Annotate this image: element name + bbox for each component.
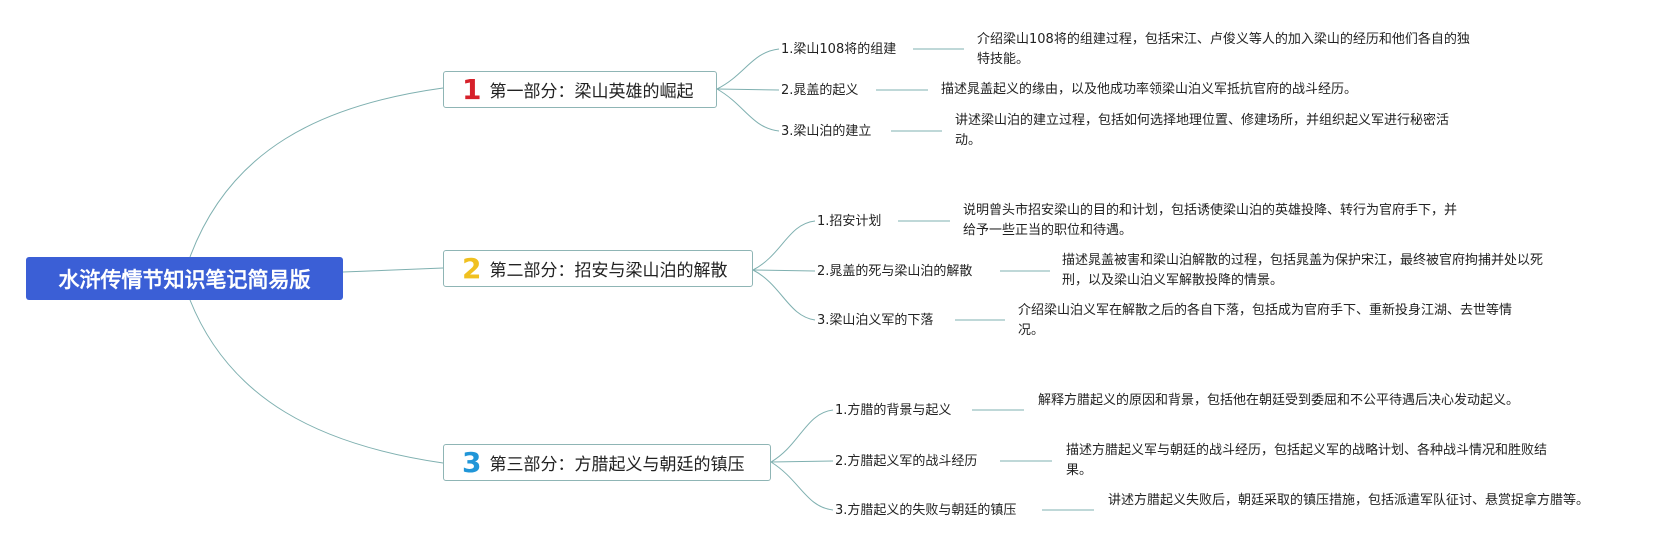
section-3-title: 第三部分：方腊起义与朝廷的镇压	[489, 455, 745, 475]
section-3-item-2-label[interactable]: 2.方腊起义军的战斗经历	[835, 454, 978, 469]
section-3-item-3-desc: 讲述方腊起义失败后，朝廷采取的镇压措施，包括派遣军队征讨、悬赏捉拿方腊等。	[1108, 493, 1590, 508]
section-1-branch-3-edge	[716, 88, 780, 132]
section-2-item-1-desc: 说明曾头市招安梁山的目的和计划，包括诱使梁山泊的英雄投降、转行为官府手下，并给予…	[963, 203, 1458, 238]
section-3-number: 3	[462, 445, 482, 479]
section-2-item-2-desc: 描述晁盖被害和梁山泊解散的过程，包括晁盖为保护宋江，最终被官府拘捕并处以死刑，以…	[1062, 253, 1544, 288]
section-1-title: 第一部分：梁山英雄的崛起	[489, 82, 694, 102]
section-2-branch-1-edge	[752, 220, 816, 271]
section-1-item-3-label[interactable]: 3.梁山泊的建立	[781, 124, 872, 139]
section-2-item-3-label[interactable]: 3.梁山泊义军的下落	[817, 313, 934, 328]
section-2-title: 第二部分：招安与梁山泊的解散	[489, 261, 728, 281]
section-2-item-2-label[interactable]: 2.晁盖的死与梁山泊的解散	[817, 264, 973, 279]
section-2-branch-2-edge	[752, 269, 816, 272]
section-2-item-3-desc: 介绍梁山泊义军在解散之后的各自下落，包括成为官府手下、重新投身江湖、去世等情况。	[1018, 303, 1513, 338]
root-to-section-1-edge	[189, 87, 444, 258]
root-to-section-2-edge	[342, 267, 444, 273]
section-1-item-2-label[interactable]: 2.晁盖的起义	[781, 83, 859, 98]
section-3-branch-2-edge	[770, 460, 834, 463]
root-topic[interactable]: 水浒传情节知识笔记简易版	[26, 257, 343, 300]
section-3-item-1-label[interactable]: 1.方腊的背景与起义	[835, 403, 952, 418]
section-3-item-3-label[interactable]: 3.方腊起义的失败与朝廷的镇压	[835, 503, 1017, 518]
section-3-item-2-desc: 描述方腊起义军与朝廷的战斗经历，包括起义军的战略计划、各种战斗情况和胜败结果。	[1066, 443, 1548, 478]
section-3-topic[interactable]: 3 第三部分：方腊起义与朝廷的镇压	[443, 444, 771, 481]
section-1-branch-1-edge	[716, 48, 780, 90]
section-2-topic[interactable]: 2 第二部分：招安与梁山泊的解散	[443, 250, 753, 287]
section-1-item-2-desc: 描述晁盖起义的缘由，以及他成功率领梁山泊义军抵抗官府的战斗经历。	[941, 82, 1358, 97]
section-1-branch-2-edge	[716, 88, 780, 91]
section-1-number: 1	[462, 72, 482, 106]
section-1-item-3-desc: 讲述梁山泊的建立过程，包括如何选择地理位置、修建场所，并组织起义军进行秘密活动。	[955, 113, 1450, 148]
section-1-item-1-desc: 介绍梁山108将的组建过程，包括宋江、卢俊义等人的加入梁山的经历和他们各自的独特…	[977, 32, 1470, 67]
root-to-section-3-edge	[189, 299, 444, 464]
section-3-branch-1-edge	[770, 409, 834, 463]
section-1-item-1-label[interactable]: 1.梁山108将的组建	[781, 42, 897, 57]
section-3-item-1-desc: 解释方腊起义的原因和背景，包括他在朝廷受到委屈和不公平待遇后决心发动起义。	[1038, 393, 1520, 408]
section-2-item-1-label[interactable]: 1.招安计划	[817, 214, 882, 229]
root-title: 水浒传情节知识笔记简易版	[58, 267, 311, 292]
section-2-number: 2	[462, 251, 482, 285]
section-2-branch-3-edge	[752, 269, 816, 321]
section-3-branch-3-edge	[770, 461, 834, 511]
section-1-topic[interactable]: 1 第一部分：梁山英雄的崛起	[443, 71, 717, 108]
